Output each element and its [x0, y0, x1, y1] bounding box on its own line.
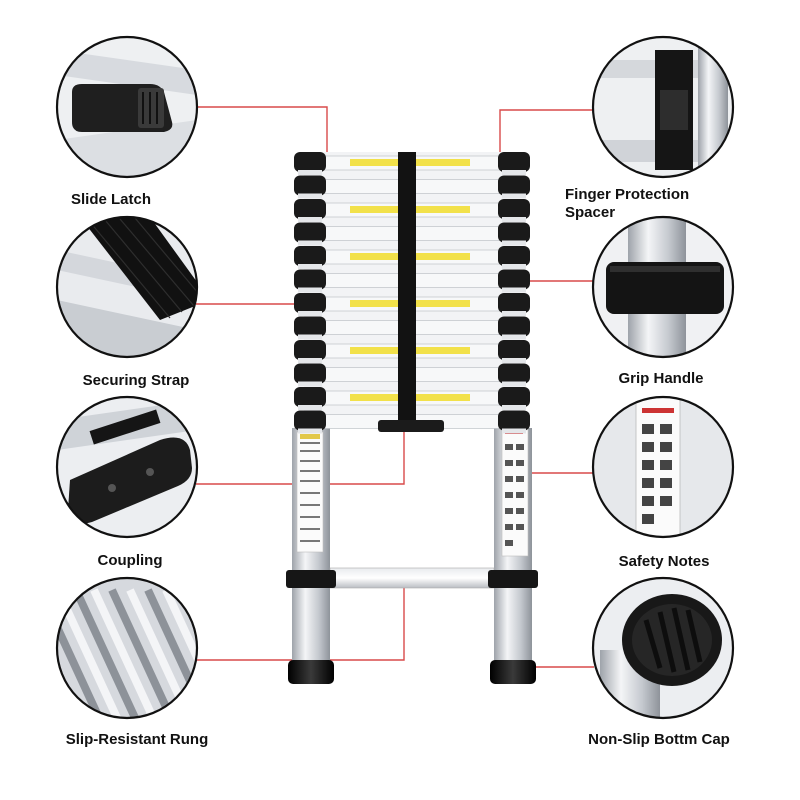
rung-stile-segment — [502, 193, 526, 199]
rung-stile-segment — [298, 287, 322, 293]
rung-hinge-cap — [498, 363, 530, 384]
rung-hinge-cap — [294, 269, 326, 290]
rung-hinge-cap — [294, 222, 326, 243]
bottom-rung — [329, 567, 495, 589]
label-coupling: Coupling — [97, 552, 163, 569]
rung-hinge-cap — [498, 222, 530, 243]
rung-stile-segment — [298, 311, 322, 316]
left-bottom-cap — [288, 660, 334, 684]
rung-hinge-cap — [294, 199, 326, 219]
rung-hinge-cap — [498, 175, 530, 196]
detail-grip-handle — [591, 215, 735, 359]
label-finger-protection-spacer: Finger Protection Spacer — [565, 186, 765, 222]
rung-stile-segment — [502, 287, 526, 293]
rung-hinge-cap — [498, 387, 530, 407]
rung-hinge-cap — [498, 152, 530, 172]
rung-hinge-cap — [294, 246, 326, 266]
detail-slide-latch — [55, 35, 199, 179]
rung-stile-segment — [298, 193, 322, 199]
rung-stile-segment — [298, 358, 322, 363]
rung-hinge-cap — [294, 316, 326, 337]
rung-hinge-cap — [294, 363, 326, 384]
rung-hinge-cap — [498, 246, 530, 266]
rung-stile-segment — [298, 428, 322, 434]
telescopic-ladder — [286, 152, 538, 684]
connector-finger-spacer — [499, 109, 594, 152]
connector-lines — [196, 106, 594, 668]
connector-slip-rung — [196, 582, 405, 661]
rung-hinge-cap — [294, 340, 326, 360]
rung-stile-segment — [298, 170, 322, 175]
rung-hinge-cap — [498, 410, 530, 431]
rung-stile-segment — [298, 217, 322, 222]
rung-hinge-cap — [294, 293, 326, 313]
label-securing-strap: Securing Strap — [82, 372, 190, 389]
rung-hinge-cap — [498, 316, 530, 337]
rung-stile-segment — [502, 334, 526, 340]
rung-groove — [57, 588, 104, 718]
rung-groove — [144, 588, 197, 718]
rung-stile-segment — [502, 311, 526, 316]
rung-stile-segment — [502, 381, 526, 387]
rung-stile-segment — [298, 381, 322, 387]
detail-coupling — [55, 395, 199, 539]
label-finger-line2: Spacer — [565, 204, 616, 221]
rung-hinge-cap — [294, 410, 326, 431]
right-bottom-cap — [490, 660, 536, 684]
label-non-slip-bottom-cap: Non-Slip Bottm Cap — [588, 731, 730, 748]
ladder-handle — [378, 420, 444, 432]
rung-stile-segment — [502, 240, 526, 246]
label-safety-notes: Safety Notes — [618, 553, 710, 570]
rung-stile-segment — [502, 217, 526, 222]
rung-stile-segment — [298, 405, 322, 410]
detail-securing-strap — [55, 215, 199, 359]
rung-stile-segment — [298, 264, 322, 269]
rung-hinge-cap — [294, 387, 326, 407]
label-slip-resistant-rung: Slip-Resistant Rung — [65, 731, 209, 748]
label-grip-handle: Grip Handle — [618, 370, 704, 387]
rung-groove — [90, 588, 158, 718]
detail-slip-resistant-rung — [55, 576, 199, 720]
detail-non-slip-bottom-cap — [591, 576, 735, 720]
rung-stile-segment — [502, 264, 526, 269]
connector-coupling — [196, 432, 405, 485]
rung-groove — [108, 588, 176, 718]
rung-stile-segment — [298, 240, 322, 246]
rung-hinge-cap — [498, 269, 530, 290]
label-slide-latch: Slide Latch — [70, 191, 152, 208]
ladder-securing-strap — [398, 152, 416, 420]
detail-finger-protection-spacer — [591, 35, 735, 179]
rung-hinge-cap — [294, 175, 326, 196]
rung-stile-segment — [502, 170, 526, 175]
connector-slide-latch — [196, 106, 328, 152]
rung-stile-segment — [502, 405, 526, 410]
detail-safety-notes — [591, 395, 735, 539]
rung-stile-segment — [502, 358, 526, 363]
rung-hinge-cap — [498, 340, 530, 360]
rung-hinge-cap — [498, 293, 530, 313]
rung-hinge-cap — [498, 199, 530, 219]
rung-stile-segment — [502, 428, 526, 434]
rung-stile-segment — [298, 334, 322, 340]
label-finger-line1: Finger Protection — [565, 186, 690, 203]
rung-hinge-cap — [294, 152, 326, 172]
rung-groove — [72, 588, 140, 718]
